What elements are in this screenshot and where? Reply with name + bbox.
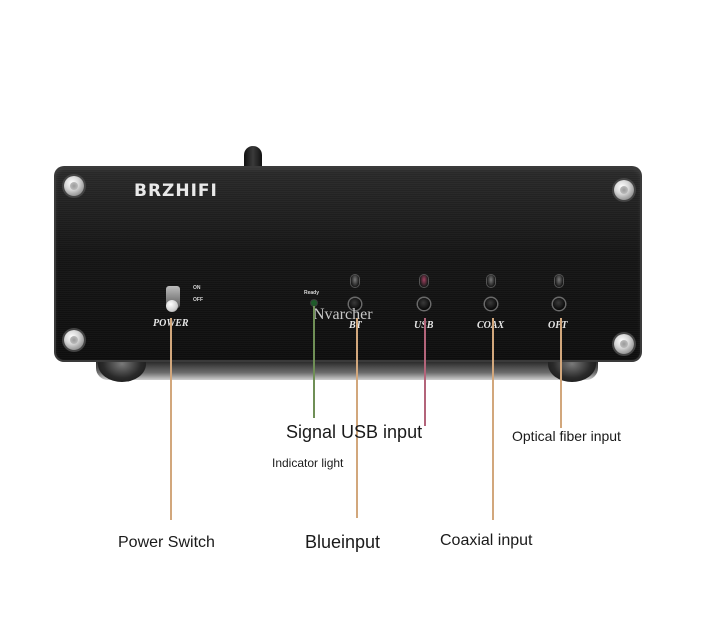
- opt-led: [555, 275, 563, 287]
- indicator-callout: Indicator light: [272, 456, 344, 470]
- screw-top-right-icon: [614, 180, 634, 200]
- bt-label: BT: [349, 320, 362, 331]
- opt-label: OPT: [548, 320, 568, 331]
- brand-logo: BRZHIFI: [134, 181, 218, 201]
- coax-callout-line: [492, 318, 494, 520]
- usb-callout-line: [424, 318, 426, 426]
- power-on-label: ON: [193, 285, 201, 291]
- front-panel: [54, 166, 642, 362]
- watermark: Nvarcher: [313, 306, 373, 323]
- coax-label: COAX: [477, 320, 505, 331]
- bt-led: [351, 275, 359, 287]
- ready-label: Ready: [304, 290, 320, 296]
- screw-bottom-right-icon: [614, 334, 634, 354]
- opt-callout-line: [560, 318, 562, 428]
- optical-callout: Optical fiber input: [512, 428, 621, 444]
- coax-select-button[interactable]: [485, 298, 497, 310]
- opt-select-button[interactable]: [553, 298, 565, 310]
- blue-input-callout: Blueinput: [305, 532, 381, 552]
- signal-usb-callout: Signal USB input: [286, 422, 423, 442]
- screw-bottom-left-icon: [64, 330, 84, 350]
- power-switch-callout: Power Switch: [118, 534, 215, 551]
- base: [96, 362, 598, 380]
- screw-top-left-icon: [64, 176, 84, 196]
- bt-select-button[interactable]: [349, 298, 361, 310]
- power-toggle-lever[interactable]: [166, 300, 178, 312]
- coaxial-callout: Coaxial input: [440, 532, 533, 549]
- usb-select-button[interactable]: [418, 298, 430, 310]
- coax-led: [487, 275, 495, 287]
- usb-led: [420, 275, 428, 287]
- ready-indicator-light: [311, 300, 317, 306]
- power-off-label: OFF: [193, 297, 203, 303]
- power-callout-line: [170, 318, 172, 520]
- bt-callout-line: [356, 318, 358, 518]
- indicator-callout-line: [313, 306, 315, 418]
- usb-label: USB: [414, 320, 433, 331]
